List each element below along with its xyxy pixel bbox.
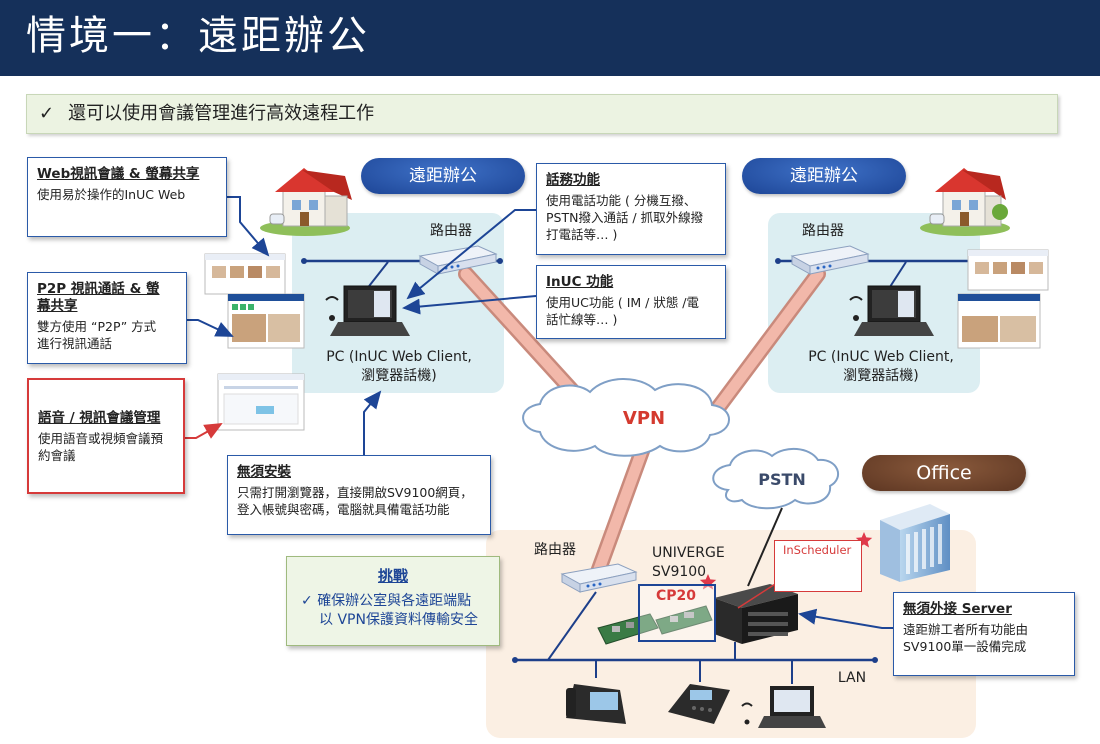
univerge-label-line1: UNIVERGE: [652, 545, 725, 561]
p2p-video-screenshot: [227, 293, 305, 349]
p2p-card-title-line2: 幕共享: [37, 298, 78, 314]
left-router-label: 路由器: [430, 223, 472, 239]
check-icon: ✓: [39, 103, 55, 124]
office-laptop-icon: [741, 686, 826, 728]
right-remote-pill: 遠距辦公: [742, 158, 906, 194]
vpn-cloud: [522, 378, 730, 457]
left-pc-label: PC (InUC Web Client, 瀏覽器話機): [304, 348, 494, 386]
pstn-cloud: [712, 448, 840, 510]
web-conference-card: Web視訊會議 & 螢幕共享 使用易於操作的InUC Web: [27, 157, 227, 237]
no-install-card: 無須安裝 只需打開瀏覽器，直接開啟SV9100網頁， 登入帳號與密碼，電腦就具備…: [227, 455, 491, 535]
right-web-video-screenshot: [967, 249, 1049, 291]
sv9100-unit-icon: [714, 584, 798, 644]
header-bar: [0, 0, 1100, 76]
web-video-screenshot: [204, 253, 286, 295]
p2p-card-text-1: 雙方使用 “P2P” 方式: [37, 319, 157, 334]
right-router-label: 路由器: [802, 223, 844, 239]
right-p2p-video-screenshot: [957, 293, 1041, 349]
office-router-icon: [560, 563, 638, 593]
telephony-card-title: 話務功能: [546, 172, 600, 188]
p2p-card-text-2: 進行視訊通話: [37, 336, 113, 351]
office-pill: Office: [862, 455, 1026, 491]
cp20-label: CP20: [656, 588, 697, 604]
vpn-label: VPN: [623, 408, 665, 429]
inuc-card-text-2: 話忙線等… ): [546, 312, 618, 327]
no-server-card: 無須外接 Server 遠距辦工者所有功能由 SV9100單一設備完成: [893, 592, 1075, 676]
arrow-p2p-card: [187, 319, 234, 337]
cp20-box: CP20: [638, 584, 716, 642]
arrow-inuc-card: [402, 295, 537, 315]
left-remote-pill: 遠距辦公: [361, 158, 525, 194]
web-card-title: Web視訊會議 & 螢幕共享: [37, 166, 200, 182]
left-pc-label-line2: 瀏覽器話機): [361, 368, 437, 384]
inscheduler-box: InScheduler: [774, 540, 862, 592]
arrow-install-card: [363, 390, 382, 455]
challenge-line2: 以 VPN保護資料傳輸安全: [319, 612, 478, 628]
arrow-telephony-card: [406, 209, 536, 300]
lan-label: LAN: [837, 670, 867, 686]
server-card-title: 無須外接 Server: [903, 601, 1012, 617]
telephony-card: 話務功能 使用電話功能 ( 分機互撥、 PSTN撥入通話 / 抓取外線撥 打電話…: [536, 163, 726, 255]
scheduler-screenshot: [217, 373, 305, 431]
challenge-box: 挑戰 ✓ 確保辦公室與各遠距端點 以 VPN保護資料傳輸安全: [286, 556, 500, 646]
univerge-label-line2: SV9100: [652, 564, 707, 580]
subtitle-banner: ✓ 還可以使用會議管理進行高效遠程工作: [26, 94, 1058, 134]
right-house-icon: [920, 168, 1010, 236]
install-card-title: 無須安裝: [237, 464, 291, 480]
challenge-check-icon: ✓: [301, 593, 313, 609]
board-icon: [597, 613, 659, 645]
left-house-icon: [260, 168, 352, 236]
inuc-card-title: InUC 功能: [546, 274, 614, 290]
arrow-server-card: [798, 608, 893, 629]
vpn-tunnel-right: [692, 266, 826, 440]
install-card-text-1: 只需打開瀏覽器，直接開啟SV9100網頁，: [237, 485, 473, 500]
office-building-icon: [880, 504, 950, 582]
vpn-tunnel-office: [590, 432, 654, 580]
left-laptop-icon: [325, 285, 410, 336]
voice-card-text-1: 使用語音或視頻會議預: [38, 431, 164, 446]
voice-card-title: 語音 / 視訊會議管理: [38, 410, 161, 426]
voice-card-text-2: 約會議: [38, 448, 76, 463]
right-pc-label-line2: 瀏覽器話機): [843, 368, 919, 384]
right-laptop-icon: [849, 285, 934, 336]
inuc-card-text-1: 使用UC功能 ( IM / 狀態 /電: [546, 295, 700, 310]
subtitle-text: 還可以使用會議管理進行高效遠程工作: [68, 103, 375, 124]
telephony-card-text-3: 打電話等… ): [546, 227, 618, 242]
challenge-line1: 確保辦公室與各遠距端點: [317, 593, 472, 609]
inuc-card: InUC 功能 使用UC功能 ( IM / 狀態 /電 話忙線等… ): [536, 265, 726, 339]
desk-phone-icon: [668, 684, 730, 724]
right-router-icon: [790, 245, 870, 275]
telephony-card-text-1: 使用電話功能 ( 分機互撥、: [546, 193, 697, 208]
arrow-web-card: [227, 196, 270, 257]
office-router-label: 路由器: [534, 542, 576, 558]
ip-phone-icon: [566, 684, 626, 724]
install-card-text-2: 登入帳號與密碼，電腦就具備電話功能: [237, 502, 450, 517]
left-pc-label-line1: PC (InUC Web Client,: [326, 349, 472, 365]
pstn-label: PSTN: [758, 470, 806, 489]
p2p-video-card: P2P 視訊通話 & 螢幕共享 雙方使用 “P2P” 方式 進行視訊通話: [27, 272, 187, 364]
challenge-title: 挑戰: [377, 567, 408, 585]
arrow-voice-card: [185, 423, 223, 439]
server-card-text-2: SV9100單一設備完成: [903, 639, 1027, 654]
p2p-card-title: P2P 視訊通話 & 螢幕共享: [37, 281, 177, 315]
page-title: 情境一：遠距辦公: [26, 13, 370, 59]
univerge-label: UNIVERGE SV9100: [652, 544, 742, 582]
p2p-card-title-line1: P2P 視訊通話 & 螢: [37, 281, 160, 297]
inscheduler-label: InScheduler: [783, 543, 852, 557]
cp20-board-icon: [655, 605, 713, 635]
web-card-text: 使用易於操作的InUC Web: [37, 187, 186, 202]
telephony-card-text-2: PSTN撥入通話 / 抓取外線撥: [546, 210, 704, 225]
server-card-text-1: 遠距辦工者所有功能由: [903, 622, 1029, 637]
right-pc-label-line1: PC (InUC Web Client,: [808, 349, 954, 365]
challenge-text: ✓ 確保辦公室與各遠距端點 以 VPN保護資料傳輸安全: [301, 592, 489, 630]
right-pc-label: PC (InUC Web Client, 瀏覽器話機): [786, 348, 976, 386]
left-router-icon: [418, 245, 498, 275]
voice-conference-card: 語音 / 視訊會議管理 使用語音或視頻會議預 約會議: [27, 378, 185, 494]
pstn-link: [747, 507, 783, 587]
